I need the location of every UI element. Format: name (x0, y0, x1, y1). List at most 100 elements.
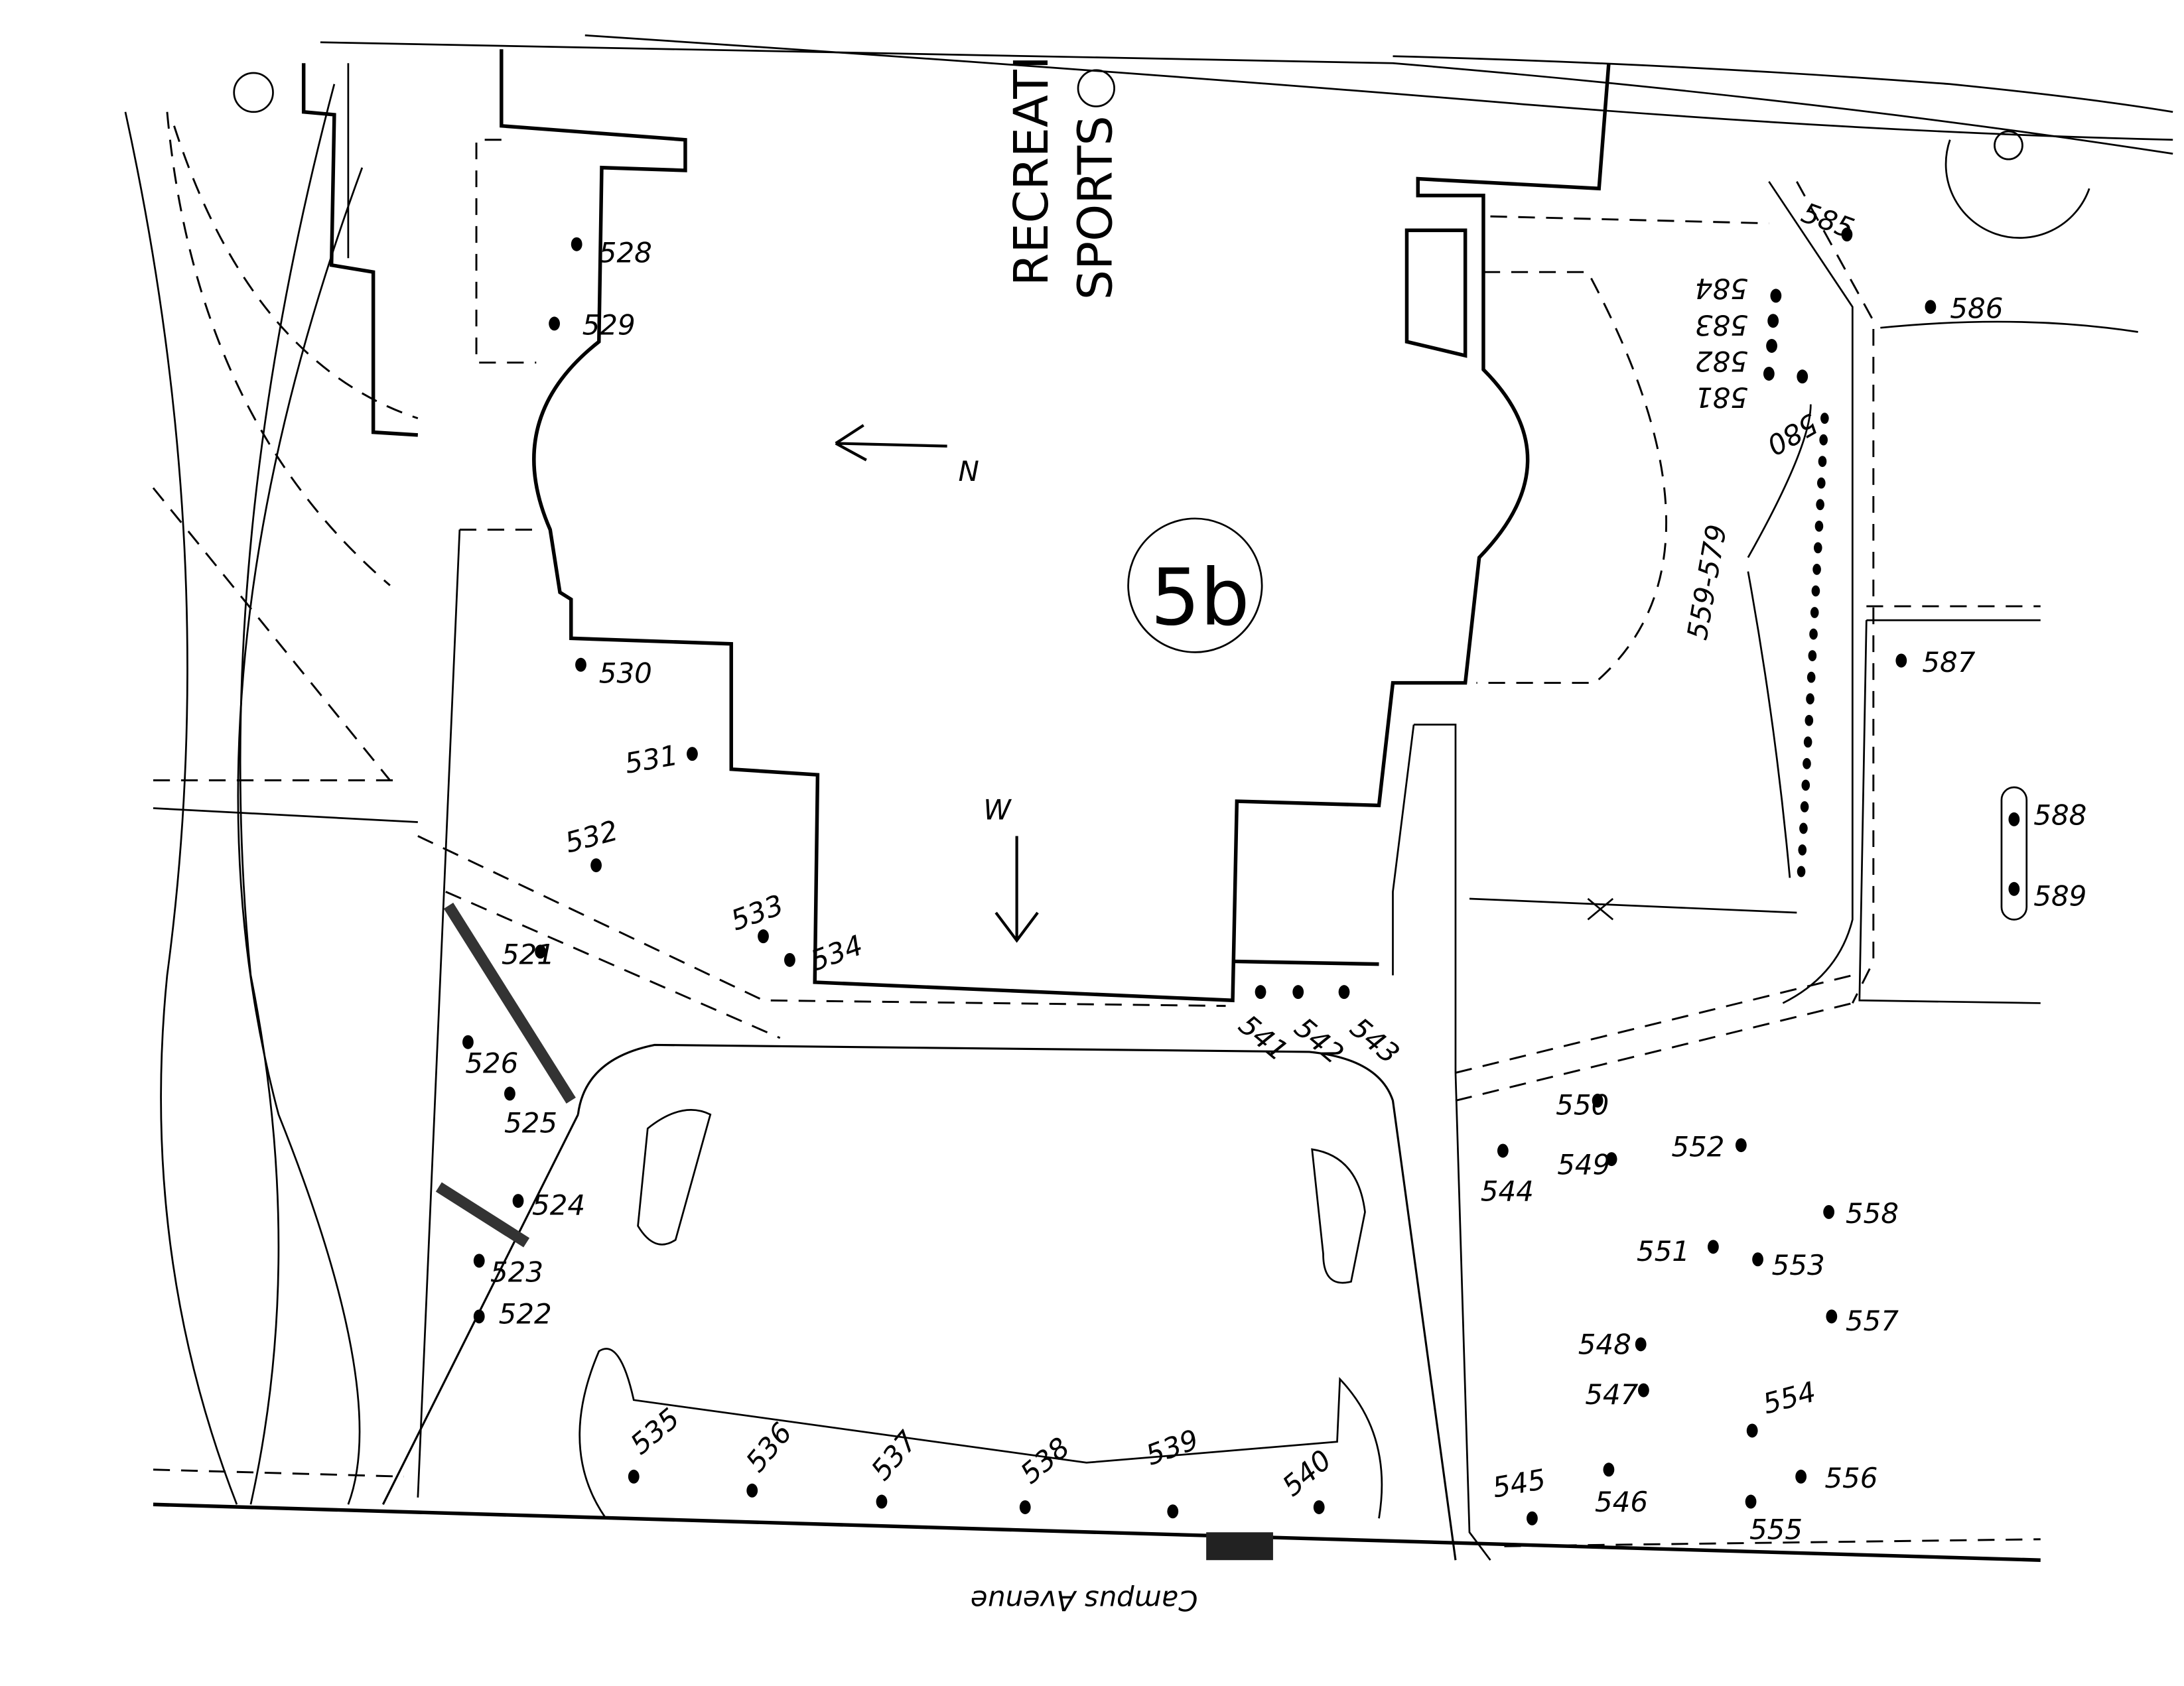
tree-label: 552 (1671, 1130, 1724, 1163)
tree-marker-icon (687, 747, 698, 761)
tree-label: 535 (624, 1401, 686, 1460)
tree-marker-icon (1767, 314, 1779, 328)
walkway-outline (301, 63, 419, 437)
tree-marker-icon (1812, 564, 1821, 575)
tree-marker-icon (1797, 369, 1809, 384)
tree-marker-icon (1807, 671, 1816, 683)
tree-marker-icon (1799, 822, 1808, 834)
building-outline (500, 49, 1611, 1003)
tree-marker-icon (462, 1035, 474, 1049)
road-edge (417, 529, 461, 1498)
tree-marker-icon (1167, 1504, 1179, 1519)
tree-label: 539 (1142, 1423, 1203, 1471)
tree-label: 555 (1749, 1514, 1803, 1546)
tree-marker-icon (1763, 366, 1775, 381)
tree-label: 550 (1556, 1088, 1609, 1121)
tree-marker-icon (628, 1469, 640, 1484)
building-annex (1404, 228, 1467, 358)
range-label: 559-579 (1680, 522, 1733, 642)
tree-label: 547 (1585, 1378, 1638, 1411)
boundary-line (1455, 1002, 1853, 1102)
top-road-lines (320, 34, 2173, 155)
planter (2000, 786, 2028, 921)
tree-marker-icon (1313, 1500, 1325, 1514)
boundary-line (417, 835, 1226, 1007)
tree-marker-icon (1766, 338, 1777, 353)
boundary-line (1504, 1538, 2041, 1547)
boundary-line (1796, 181, 1875, 1004)
boundary-line (445, 891, 781, 1039)
range-bracket (1747, 404, 1812, 878)
parking-island (1311, 1148, 1366, 1284)
tree-marker-icon (1019, 1500, 1031, 1514)
gray-path (443, 903, 576, 1104)
tree-marker-icon (571, 237, 582, 251)
tree-marker-icon (512, 1194, 524, 1208)
utility-box (1206, 1532, 1273, 1561)
tree-marker-icon (1814, 520, 1824, 532)
tree-marker-icon (1813, 542, 1822, 554)
tree-marker-icon (746, 1483, 758, 1498)
tree-marker-icon (1818, 456, 1827, 468)
campus-avenue-curb (153, 1502, 2041, 1562)
tree-marker-icon (575, 657, 586, 672)
tree-marker-icon (590, 858, 602, 873)
road-edge (1392, 724, 1415, 976)
tree-marker-icon (1707, 1240, 1719, 1254)
tree-label: 533 (726, 888, 787, 937)
light-pole-icon (233, 72, 274, 113)
tree-label: 532 (561, 814, 621, 859)
tree-label: 530 (599, 657, 652, 690)
tree-label: 529 (582, 309, 636, 342)
tree-marker-icon (1806, 693, 1814, 705)
road-edge (1880, 320, 2138, 333)
x-mark-icon (1587, 897, 1614, 921)
tree-marker-icon (1820, 413, 1829, 424)
tree-marker-icon (1841, 227, 1853, 242)
parking-bed-outline (579, 1348, 1383, 1520)
tree-label: 538 (1014, 1431, 1076, 1490)
tree-label: 586 (1950, 292, 2003, 324)
tree-marker-icon (1816, 499, 1824, 511)
tree-label: 554 (1759, 1375, 1819, 1420)
tree-marker-icon (1752, 1252, 1763, 1267)
tree-label: 545 (1490, 1462, 1548, 1504)
road-edge (1469, 897, 1797, 914)
west-label: W (983, 793, 1012, 826)
north-label: N (958, 455, 979, 487)
tree-marker-icon (1635, 1337, 1647, 1352)
road-edge (1858, 620, 2041, 1004)
tree-marker-icon (1819, 434, 1828, 446)
gray-path (435, 1182, 530, 1248)
tree-marker-icon (1592, 1093, 1604, 1108)
area-id-circle (1127, 517, 1263, 653)
tree-label: 587 (1922, 646, 1975, 679)
tree-label: 557 (1846, 1305, 1899, 1337)
tree-marker-icon (1803, 757, 1811, 769)
tree-marker-icon (1745, 1494, 1757, 1509)
tree-row-dots (1797, 413, 1829, 877)
tree-marker-icon (1809, 628, 1818, 640)
tree-marker-icon (1603, 1462, 1615, 1477)
parking-island (637, 1109, 712, 1246)
boundary-line (475, 139, 537, 364)
tree-marker-icon (1808, 650, 1817, 662)
tree-marker-icon (1497, 1143, 1509, 1158)
tree-marker-icon (758, 929, 769, 944)
tree-marker-icon (1803, 736, 1812, 748)
tree-label: 521 (502, 939, 555, 971)
walkway-edge (1768, 180, 1854, 1004)
boundary-line (1455, 974, 1853, 1074)
boundary-line (1476, 271, 1668, 684)
tree-marker-icon (1805, 714, 1814, 726)
tree-marker-icon (1292, 985, 1304, 1000)
tree-marker-icon (1826, 1309, 1838, 1324)
building-label-line2: SPORTS (1067, 115, 1123, 300)
tree-label: 546 (1595, 1486, 1648, 1518)
tree-label: 558 (1846, 1197, 1899, 1230)
tree-markers: 5285295305315325335345215265255245235225… (462, 196, 2086, 1546)
tree-label: 588 (2033, 799, 2086, 832)
area-id-label: 5b (1150, 552, 1249, 643)
light-pole-icon (1077, 69, 1115, 107)
